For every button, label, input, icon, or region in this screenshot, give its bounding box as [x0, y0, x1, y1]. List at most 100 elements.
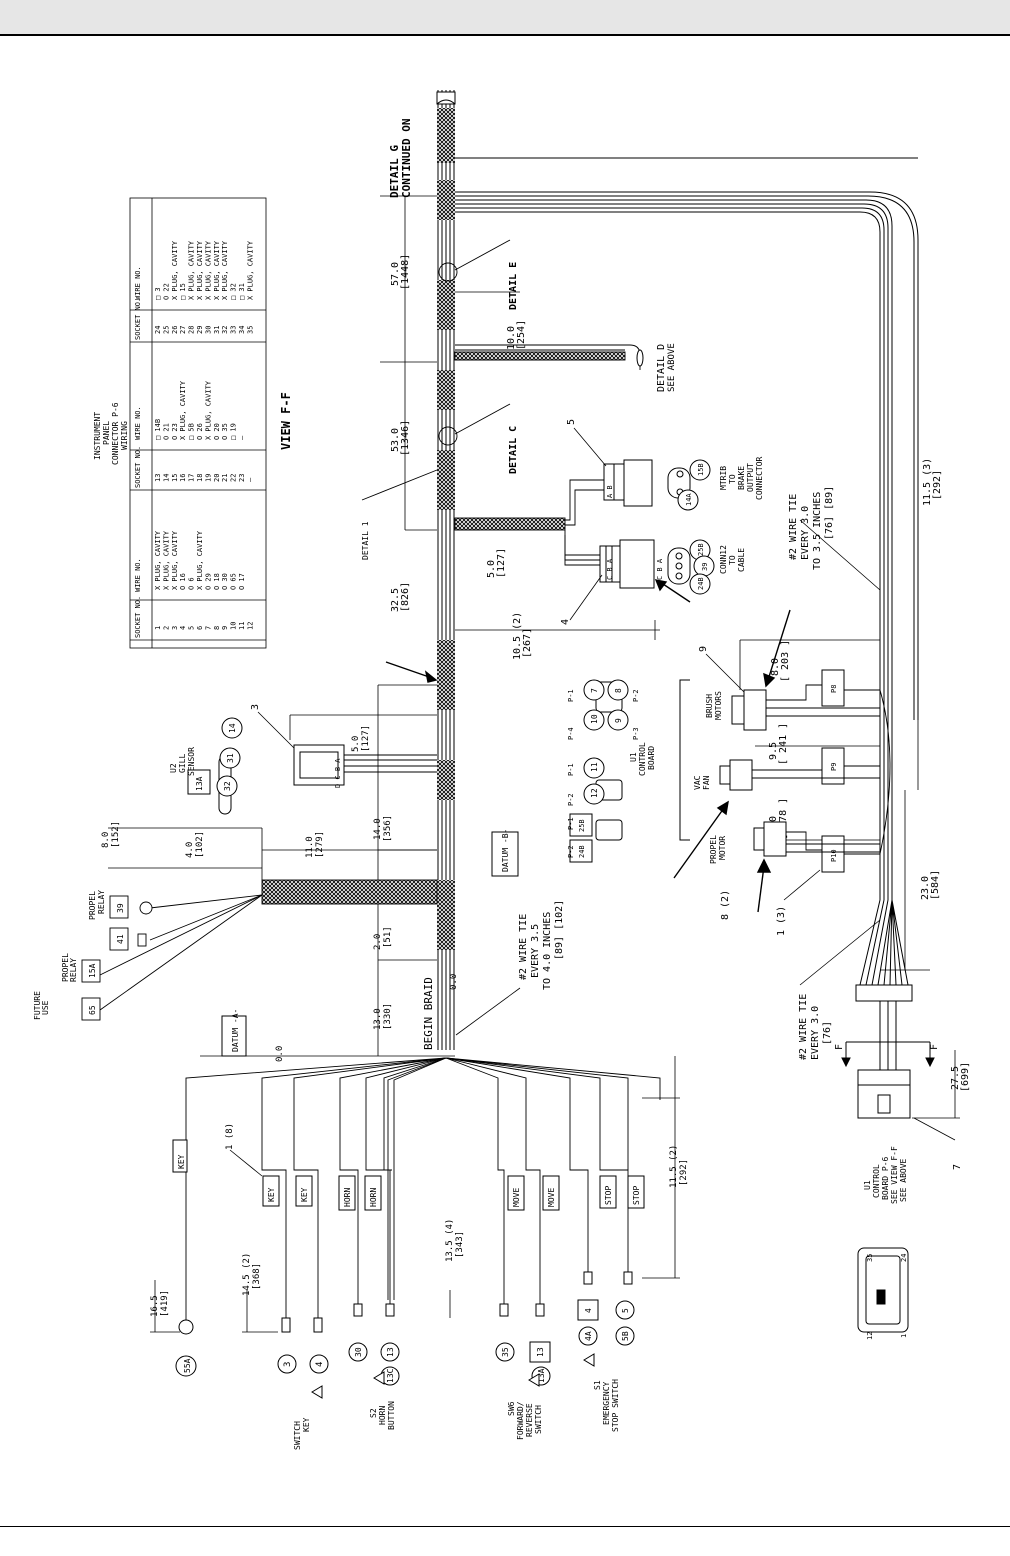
dim-53-0: 53.0	[390, 428, 401, 452]
table-socket-cell: 6	[196, 626, 204, 630]
dim-10-0: 10.0	[506, 326, 517, 350]
bubble-13: 13	[386, 1347, 395, 1357]
table-wire-cell: □ 5B	[188, 423, 196, 440]
zero-a: 0.0	[275, 1046, 285, 1062]
table-socket-cell: 3	[171, 626, 179, 630]
table-wire-cell: O 21	[162, 423, 170, 440]
dim-9-5-mm: [ 241 ]	[778, 723, 789, 765]
vac-fan-2: FAN	[702, 775, 711, 790]
table-socket-cell: 4	[179, 626, 187, 630]
header-bar	[0, 0, 1010, 36]
label-relay: RELAY	[97, 890, 106, 914]
bottom-breakout-wires	[185, 1057, 661, 1320]
detail-d-label: DETAIL D	[656, 344, 667, 392]
wire-tie-b-1: #2 WIRE TIE	[788, 494, 799, 560]
table-socket-cell: 11	[238, 622, 246, 630]
table-socket-cell: 34	[238, 326, 246, 334]
caption-sw6-3: REVERSE	[525, 1403, 534, 1437]
dim-1-8: 1 (8)	[225, 1123, 235, 1150]
table-socket-cell: 27	[179, 326, 187, 334]
table-socket-cell: 17	[188, 474, 196, 482]
caption-s2-2: HORN	[378, 1406, 387, 1425]
table-header-socket-2: SOCKET NO.	[134, 446, 142, 488]
u1-p1-c: P-1	[567, 817, 575, 830]
wire-tie-a-4: [89] [102]	[554, 900, 565, 960]
p6-pin-label-12: 12	[866, 1332, 874, 1340]
caption-sw6-2: FORWARD/	[516, 1401, 525, 1440]
callout-4: 4	[560, 619, 571, 625]
datum-boxes	[221, 831, 519, 1057]
p6-pin-label-1: 1	[900, 1334, 908, 1338]
dim-23-0: 23.0	[920, 876, 931, 900]
table-title-1: INSTRUMENT	[93, 412, 102, 460]
table-wire-cell: O 22	[162, 283, 170, 300]
table-title-4: WIRING	[120, 421, 129, 450]
table-wire-cell: X PLUG, CAVITY	[171, 530, 179, 590]
propel-motor-1: PROPEL	[709, 835, 718, 864]
bubble-9: 9	[614, 718, 623, 723]
table-wire-cell: O 16	[179, 573, 187, 590]
table-socket-cell: 26	[171, 326, 179, 334]
u1p6-caption-2: CONTROL	[872, 1164, 881, 1198]
box-25b: 25B	[578, 819, 586, 832]
bubble-15b: 15B	[697, 463, 705, 476]
dim-14-5-mm: [368]	[252, 1263, 262, 1290]
bubble-31: 31	[226, 753, 235, 763]
warning-triangle-icons	[311, 1353, 595, 1399]
box-65: 65	[88, 1005, 97, 1015]
dim-14-0-mm: [356]	[383, 815, 393, 842]
u1-p1-b: P-1	[567, 763, 575, 776]
caption-s1-3: STOP SWITCH	[611, 1379, 620, 1432]
label-horn-1: HORN	[343, 1188, 352, 1207]
table-text: SOCKET NO. WIRE NO. SOCKET NO. WIRE NO. …	[134, 266, 142, 638]
zero-b: 0.0	[449, 974, 459, 990]
wire-tie-b-3: TO 3.5 INCHES	[812, 492, 823, 570]
callout-7: 7	[952, 1164, 963, 1170]
u1-caption-2: CONTROL	[638, 742, 647, 776]
vac-fan-1: VAC	[693, 775, 702, 790]
mtrib-caption-3: BRAKE	[737, 466, 746, 490]
caption-s2-3: BUTTON	[387, 1401, 396, 1430]
dim-53-0-mm: [1346]	[400, 420, 411, 456]
continued-on-label: CONTINUED ON	[400, 119, 413, 198]
dim-11-5-right-mm: [292]	[932, 470, 943, 500]
table-wire-cell: O 65	[230, 573, 238, 590]
table-socket-cell: —	[246, 477, 254, 482]
mtrib-caption-5: CONNECTOR	[755, 456, 764, 500]
bubble-30: 30	[354, 1347, 363, 1357]
dim-23-0-mm: [584]	[930, 870, 941, 900]
table-socket-cell: 25	[162, 326, 170, 334]
table-socket-cell: 20	[213, 474, 221, 482]
table-wire-cell: □ 15	[179, 283, 187, 300]
right-loop-harness	[455, 157, 919, 986]
bubble-4-box: 4	[584, 1308, 593, 1313]
u1p6-caption-1: U1	[863, 1180, 872, 1190]
table-socket-cell: 13	[154, 474, 162, 482]
leader-5	[573, 427, 607, 467]
dim-11-0-mm: [279]	[315, 831, 325, 858]
table-wire-cell: O 23	[171, 423, 179, 440]
leader-wire-tie-c	[799, 919, 881, 986]
bubble-4: 4	[315, 1362, 325, 1367]
table-wire-cell: X PLUG, CAVITY	[162, 530, 170, 590]
dim-10-5-mm: [267]	[522, 628, 533, 658]
dim-7-0-mm: [ 178 ]	[778, 798, 789, 840]
wire-tie-c-3: [76]	[822, 1021, 833, 1045]
dim-32-5-mm: [826]	[400, 582, 411, 612]
section-f-left: F	[834, 1044, 845, 1050]
caption-switch-key-1: SWITCH	[293, 1421, 302, 1450]
connector-wiring-table	[129, 197, 267, 649]
label-propel-relay-2: RELAY	[69, 958, 78, 982]
warning-triangle-icon	[583, 1353, 595, 1367]
mtrib-caption-4: OUTPUT	[746, 463, 755, 492]
dim-8-0-left: 8.0	[101, 832, 111, 848]
table-wire-cell: O 29	[204, 573, 212, 590]
table-socket-cell: 35	[246, 326, 254, 334]
label-propel: PROPEL	[88, 891, 97, 920]
table-wire-cell: □ 3	[154, 287, 162, 300]
table-socket-cell: 23	[238, 474, 246, 482]
table-wire-cell: X PLUG, CAVITY	[204, 380, 212, 440]
table-socket-cell: 16	[179, 474, 187, 482]
u1-connectors	[569, 679, 629, 863]
